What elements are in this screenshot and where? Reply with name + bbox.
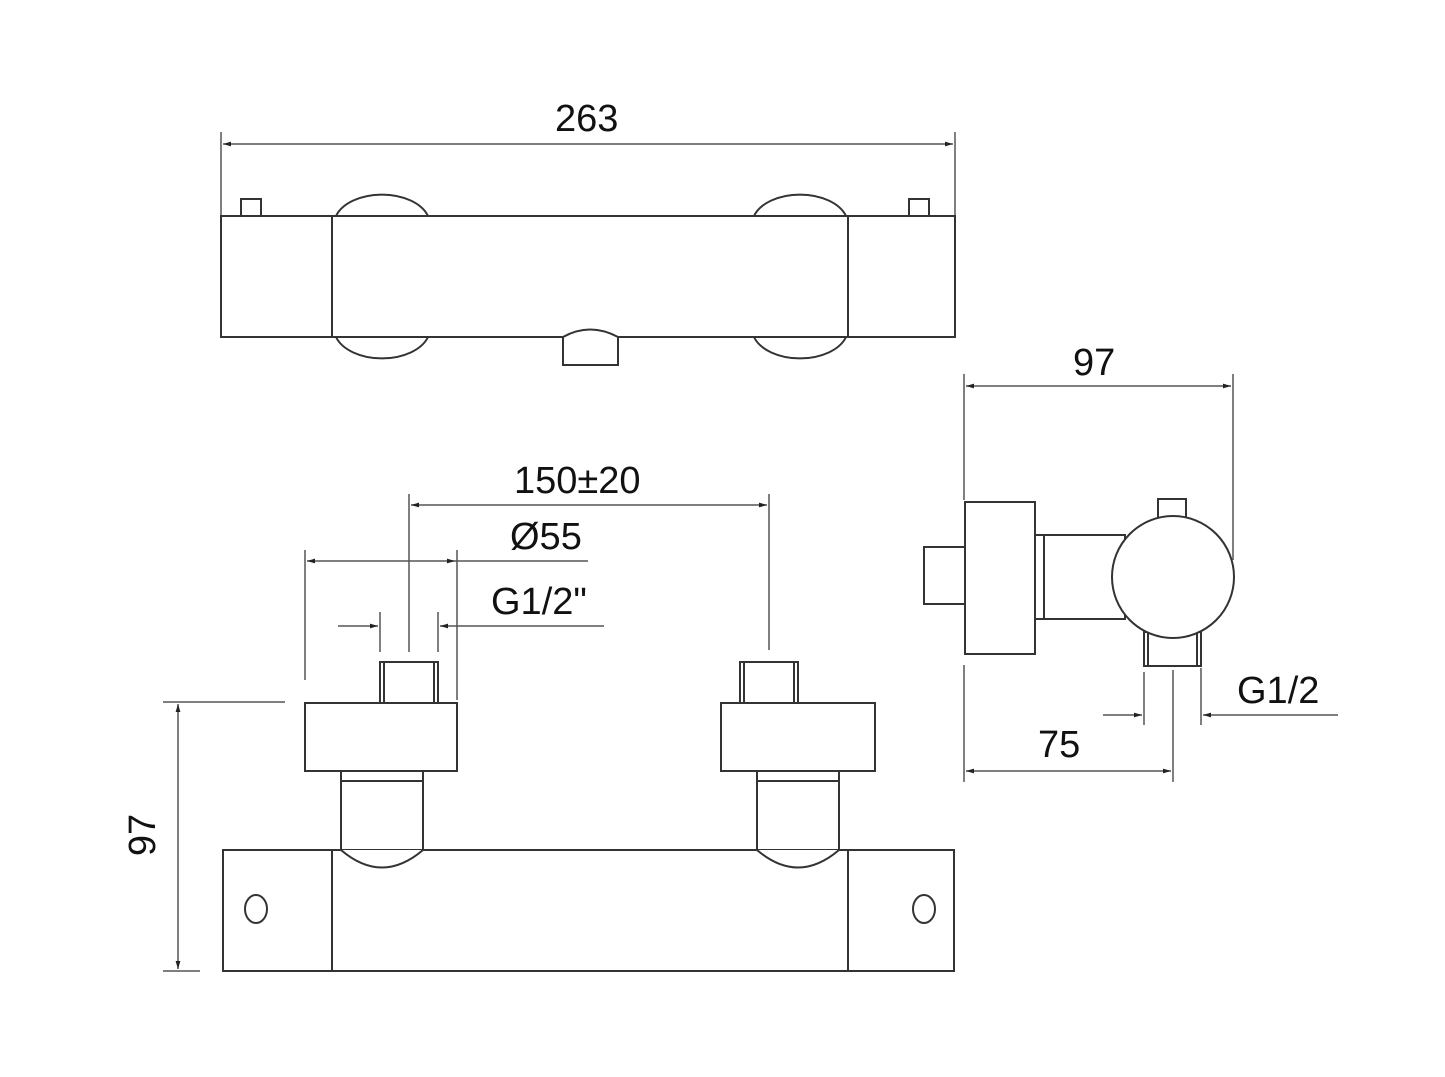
- dim-label-outlet-offset: 75: [1038, 724, 1081, 766]
- dim-label-overall-width: 263: [555, 98, 619, 140]
- dim-label-inlet-centers: 150±20: [514, 460, 641, 502]
- dim-label-flange-diameter: Ø55: [510, 516, 582, 558]
- dim-label-inlet-thread: G1/2": [491, 581, 587, 623]
- top-view: [220, 132, 956, 366]
- dim-label-height: 97: [122, 813, 165, 857]
- side-view: [923, 374, 1338, 782]
- dim-label-depth: 97: [1073, 342, 1116, 384]
- front-view: [163, 494, 955, 972]
- dim-label-outlet-thread: G1/2: [1237, 670, 1320, 712]
